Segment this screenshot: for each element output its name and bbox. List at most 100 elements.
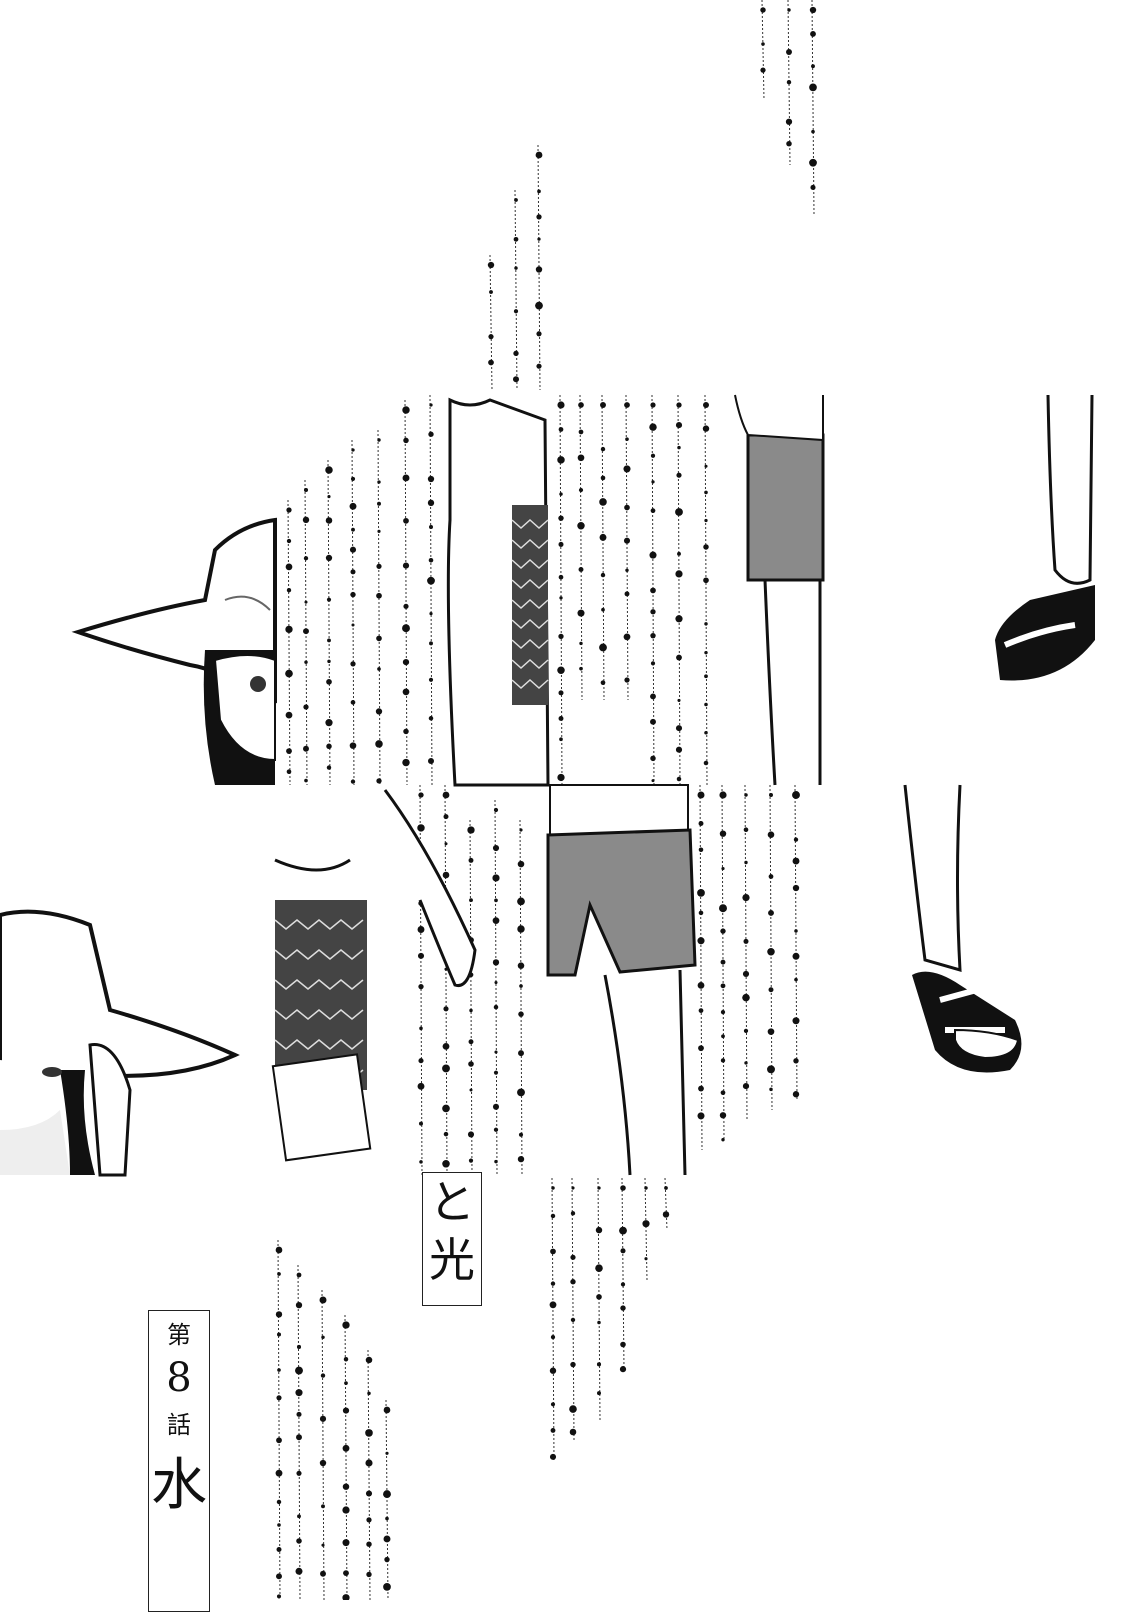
raindrop <box>351 448 355 452</box>
chapter-number: 8 <box>166 1355 192 1401</box>
raindrop <box>719 904 727 913</box>
raindrop <box>550 1428 556 1433</box>
raindrop <box>467 826 475 834</box>
raindrop <box>487 261 495 269</box>
raindrop <box>367 1391 371 1396</box>
raindrop <box>625 568 629 573</box>
raindrop <box>787 8 791 12</box>
raindrop <box>809 6 817 14</box>
raindrop <box>676 402 682 408</box>
raindrop <box>597 1391 601 1396</box>
raindrop <box>276 1573 282 1580</box>
raindrop <box>650 632 656 639</box>
raindrop <box>383 1406 391 1414</box>
raindrop <box>769 1087 773 1092</box>
raindrop <box>704 490 708 495</box>
raindrop <box>468 1061 474 1067</box>
rain-streak <box>377 429 381 786</box>
raindrop <box>326 743 332 750</box>
raindrop <box>577 522 585 530</box>
raindrop <box>377 438 381 442</box>
raindrop <box>383 1535 391 1543</box>
rain-streak <box>601 394 605 701</box>
raindrop <box>600 572 606 578</box>
raindrop <box>418 792 424 798</box>
raindrop <box>402 688 410 696</box>
raindrop <box>303 487 309 493</box>
raindrop <box>721 866 725 871</box>
rain-streak <box>277 1239 281 1600</box>
raindrop <box>624 504 630 511</box>
raindrop <box>550 1402 556 1407</box>
raindrop <box>320 1570 326 1577</box>
girl-torso-tile-lower <box>271 785 477 1175</box>
raindrop <box>517 962 525 969</box>
raindrop <box>428 716 434 721</box>
rain-streak <box>761 0 765 101</box>
raindrop <box>285 711 293 719</box>
raindrop <box>675 746 683 753</box>
raindrop <box>537 237 541 241</box>
raindrop <box>549 1301 557 1309</box>
raindrop <box>785 118 793 125</box>
raindrop <box>558 515 564 521</box>
raindrop <box>321 1335 325 1340</box>
raindrop <box>793 837 799 842</box>
raindrop <box>649 551 657 559</box>
raindrop <box>599 533 607 541</box>
raindrop <box>443 814 449 820</box>
raindrop <box>319 1296 327 1304</box>
raindrop <box>786 48 792 55</box>
raindrop <box>295 1389 303 1397</box>
raindrop <box>698 847 704 853</box>
raindrop <box>704 622 708 626</box>
raindrop <box>624 677 630 683</box>
raindrop <box>719 791 727 799</box>
raindrop <box>351 527 355 532</box>
raindrop <box>444 842 448 846</box>
raindrop <box>535 151 543 159</box>
raindrop <box>620 1248 626 1254</box>
raindrop <box>650 453 656 458</box>
rain-streak <box>489 254 493 391</box>
raindrop <box>519 828 523 832</box>
raindrop <box>792 857 800 865</box>
raindrop <box>277 1523 281 1527</box>
raindrop <box>514 198 518 202</box>
raindrop <box>296 1344 302 1349</box>
raindrop <box>698 1008 704 1013</box>
raindrop <box>518 1011 524 1017</box>
raindrop <box>417 824 425 832</box>
raindrop <box>366 1571 372 1578</box>
raindrop <box>428 431 434 437</box>
raindrop <box>676 472 682 478</box>
raindrop <box>664 1186 668 1190</box>
raindrop <box>570 1361 576 1368</box>
raindrop <box>377 480 381 484</box>
raindrop <box>518 1050 524 1057</box>
raindrop <box>642 1220 650 1228</box>
raindrop <box>570 1211 576 1216</box>
raindrop <box>276 1547 282 1553</box>
raindrop <box>549 1367 557 1374</box>
raindrop <box>517 860 525 868</box>
raindrop <box>513 236 519 242</box>
raindrop <box>793 1058 799 1064</box>
raindrop <box>321 1504 325 1509</box>
raindrop <box>427 576 435 585</box>
raindrop <box>720 1058 726 1063</box>
raindrop <box>285 563 293 571</box>
raindrop <box>326 679 332 685</box>
raindrop <box>570 1254 576 1260</box>
raindrop <box>342 1321 350 1329</box>
raindrop <box>578 487 584 493</box>
rain-streak <box>559 394 563 786</box>
raindrop <box>513 309 519 314</box>
raindrop <box>599 643 607 652</box>
raindrop <box>662 1211 670 1218</box>
raindrop <box>597 1320 601 1325</box>
raindrop <box>720 928 726 934</box>
raindrop <box>320 1373 326 1378</box>
raindrop <box>743 938 749 944</box>
